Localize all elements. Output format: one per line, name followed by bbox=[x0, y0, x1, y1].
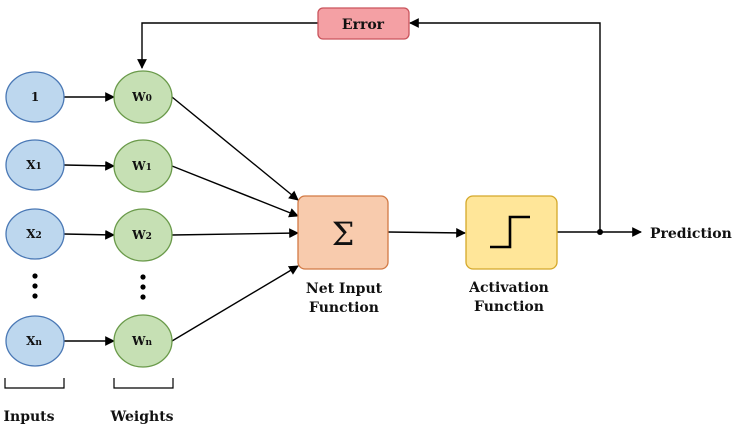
activation-label-line1: Activation bbox=[468, 280, 549, 296]
weights-bracket bbox=[113, 378, 174, 389]
edge-w1-sum bbox=[171, 165, 299, 218]
svg-text:W2: W2 bbox=[131, 228, 152, 242]
weight-node-2-subscript: 2 bbox=[146, 232, 152, 242]
step-function-icon bbox=[490, 215, 530, 249]
edge-w2-sum bbox=[171, 228, 299, 239]
edge-w0-sum bbox=[171, 96, 299, 201]
input-node-1-subscript: 1 bbox=[36, 162, 42, 172]
input-ellipsis bbox=[32, 273, 38, 299]
input-node-1-label: X bbox=[26, 158, 36, 172]
edge-wn-sum bbox=[171, 265, 299, 342]
input-node-n: Xn bbox=[5, 315, 65, 367]
weight-node-2: W2 bbox=[113, 208, 173, 262]
input-node-0-label: 1 bbox=[31, 90, 39, 104]
svg-text:W0: W0 bbox=[131, 90, 152, 104]
inputs-label: Inputs bbox=[3, 409, 54, 425]
net-input-label-line2: Function bbox=[309, 300, 379, 316]
input-node-0: 1 bbox=[5, 71, 65, 123]
error-to-w0-line bbox=[137, 22, 318, 69]
net-input-label-line1: Net Input bbox=[306, 281, 383, 297]
activation-label-line2: Function bbox=[474, 299, 544, 315]
weight-node-1-subscript: 1 bbox=[146, 163, 152, 173]
activation-box bbox=[465, 195, 558, 270]
svg-text:Xn: Xn bbox=[26, 334, 42, 348]
input-node-n-subscript: n bbox=[35, 338, 42, 348]
input-node-2-subscript: 2 bbox=[36, 231, 42, 241]
edge-x2-w2 bbox=[63, 229, 115, 240]
edge-x1-w1 bbox=[63, 160, 115, 171]
weight-node-1-label: W bbox=[131, 159, 146, 173]
weight-node-1: W1 bbox=[113, 139, 173, 193]
junction-dot bbox=[597, 229, 603, 235]
svg-text:W1: W1 bbox=[131, 159, 152, 173]
input-node-1: X1 bbox=[5, 139, 65, 191]
edge-sum-activation bbox=[387, 227, 466, 238]
weight-node-0-label: W bbox=[131, 90, 146, 104]
svg-text:X1: X1 bbox=[26, 158, 42, 172]
weight-node-0: W0 bbox=[113, 70, 173, 124]
weight-node-n-label: W bbox=[131, 334, 146, 348]
weight-node-n-subscript: n bbox=[145, 338, 152, 348]
feedback-line bbox=[409, 18, 601, 232]
svg-text:X2: X2 bbox=[26, 227, 42, 241]
svg-text:Wn: Wn bbox=[131, 334, 152, 348]
weight-node-n: Wn bbox=[113, 314, 173, 368]
svg-text:1: 1 bbox=[31, 90, 39, 104]
inputs-bracket bbox=[4, 378, 65, 389]
weight-node-2-label: W bbox=[131, 228, 146, 242]
error-box bbox=[317, 7, 410, 40]
prediction-label: Prediction bbox=[650, 226, 732, 242]
weight-ellipsis bbox=[140, 274, 146, 300]
weights-label: Weights bbox=[109, 409, 173, 425]
error-label: Error bbox=[342, 17, 385, 33]
input-node-2-label: X bbox=[26, 227, 36, 241]
net-input-box bbox=[297, 195, 389, 270]
input-node-n-label: X bbox=[26, 334, 36, 348]
sigma-icon: Σ bbox=[332, 215, 355, 253]
weight-node-0-subscript: 0 bbox=[146, 94, 152, 104]
input-node-2: X2 bbox=[5, 208, 65, 260]
